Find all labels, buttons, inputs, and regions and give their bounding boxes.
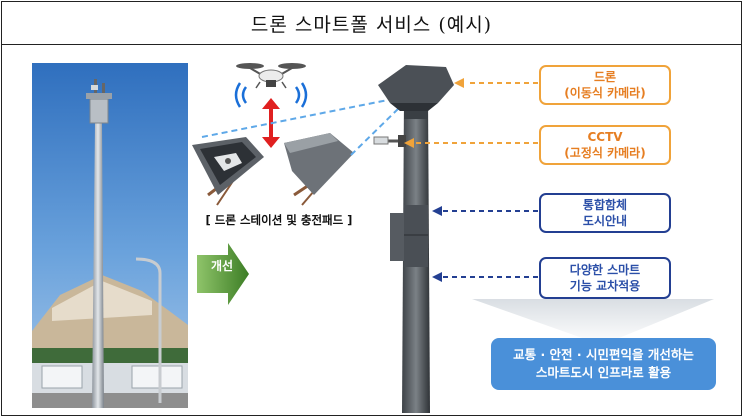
- callout-functions-title: 다양한 스마트: [569, 263, 641, 277]
- summary-pointer: [472, 299, 714, 345]
- summary-line-2: 스마트도시 인프라로 활용: [535, 365, 672, 380]
- existing-pole-photo: [32, 63, 188, 408]
- callout-cctv: CCTV (고정식 카메라): [539, 125, 671, 165]
- drone-station-open: [192, 137, 264, 206]
- diagram-canvas: 개선 [ 드론 스테이션 및 충전패드 ] 드론 (이동식 카메라) CCTV …: [2, 45, 741, 417]
- summary-box: 교통 · 안전 · 시민편익을 개선하는 스마트도시 인프라로 활용: [491, 338, 716, 390]
- callout-drone-title: 드론: [593, 70, 617, 84]
- smart-pole: [373, 65, 454, 413]
- callout-cabinet-title: 통합함체: [582, 198, 628, 212]
- drone-icon: [236, 63, 306, 89]
- drone-station-closed: [284, 133, 354, 206]
- callout-cabinet-subtitle: 도시안내: [582, 214, 628, 228]
- callout-functions-subtitle: 기능 교차적용: [569, 279, 641, 293]
- callout-cctv-title: CCTV: [587, 130, 623, 144]
- improve-arrow: [197, 243, 249, 305]
- callout-smart-functions: 다양한 스마트 기능 교차적용: [539, 257, 671, 299]
- callout-cctv-subtitle: (고정식 카메라): [564, 146, 646, 160]
- callout-integrated-cabinet: 통합함체 도시안내: [539, 193, 671, 233]
- drone-station-caption: [ 드론 스테이션 및 충전패드 ]: [205, 213, 353, 227]
- page-title: 드론 스마트폴 서비스 (예시): [250, 13, 493, 36]
- improve-label: 개선: [210, 259, 234, 273]
- summary-line-1: 교통 · 안전 · 시민편익을 개선하는: [513, 347, 694, 362]
- title-bar: 드론 스마트폴 서비스 (예시): [2, 2, 741, 45]
- diagram-graphics: [192, 63, 714, 413]
- callout-drone-subtitle: (이동식 카메라): [564, 86, 646, 100]
- wireless-signal-icon: [234, 82, 308, 108]
- callout-drone: 드론 (이동식 카메라): [539, 65, 671, 105]
